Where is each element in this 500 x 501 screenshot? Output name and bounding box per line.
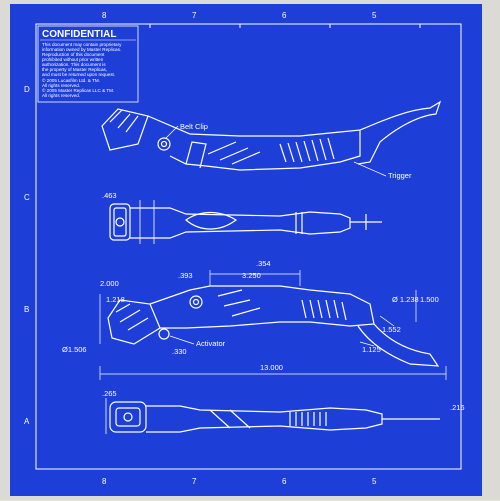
blueprint-sheet: 8 7 6 5 8 7 6 5 D C B A CONFIDENTIAL Thi… (10, 4, 482, 496)
grid-top-7: 7 (192, 11, 197, 20)
dim-1552: 1.552 (382, 325, 401, 334)
bottom-view (105, 398, 440, 434)
blueprint-drawing: 8 7 6 5 8 7 6 5 D C B A CONFIDENTIAL Thi… (24, 11, 465, 486)
grid-side-a: A (24, 417, 30, 426)
dim-2000: 2.000 (100, 279, 119, 288)
callout-trigger: Trigger (388, 171, 412, 180)
dim-354: .354 (256, 259, 271, 268)
confidential-line: Reproduction of this document (42, 52, 105, 57)
callout-leader (165, 125, 179, 139)
dim-463: .463 (102, 191, 117, 200)
dim-1500: 1.500 (420, 295, 439, 304)
dim-265: .265 (102, 389, 117, 398)
dim-3250: 3.250 (242, 271, 261, 280)
grid-bottom-5: 5 (372, 477, 377, 486)
grid-top-8: 8 (102, 11, 107, 20)
grid-side-d: D (24, 85, 30, 94)
dim-1125: 1.125 (362, 345, 381, 354)
confidential-line: authorization. This document is (42, 62, 106, 67)
side-view-angled-top (101, 100, 442, 171)
callout-leader (169, 335, 195, 345)
dim-216: .216 (450, 403, 465, 412)
confidential-title: CONFIDENTIAL (42, 29, 116, 40)
dim-1218: 1.218 (106, 295, 125, 304)
dim-1238: Ø 1.238 (392, 295, 419, 304)
grid-bottom-6: 6 (282, 477, 287, 486)
callout-leader (353, 161, 387, 177)
grid-bottom-8: 8 (102, 477, 107, 486)
confidential-block: CONFIDENTIAL This document may contain p… (37, 25, 139, 103)
confidential-line: the property of Master Replicas, (42, 67, 107, 72)
grid-side-c: C (24, 193, 30, 202)
grid-bottom-7: 7 (192, 477, 197, 486)
confidential-line: prohibited without prior written (42, 57, 104, 62)
confidential-line: This document may contain proprietary (42, 42, 122, 47)
dim-330: .330 (172, 347, 187, 356)
grid-top-5: 5 (372, 11, 377, 20)
callout-activator: Activator (196, 339, 226, 348)
confidential-line: © 2005 Lucasfilm Ltd. & TM. (42, 77, 100, 83)
dim-1506: Ø1.506 (62, 345, 87, 354)
top-view (109, 200, 382, 244)
dimension-lines (99, 270, 447, 380)
confidential-line: All rights reserved. (42, 93, 80, 98)
inner-border (35, 23, 462, 470)
confidential-line: information owned by Master Replicas. (42, 47, 121, 52)
confidential-line: and must be returned upon request. (42, 72, 115, 77)
callout-belt-clip: Belt Clip (180, 122, 208, 131)
grid-side-b: B (24, 305, 29, 314)
dim-393: .393 (178, 271, 193, 280)
confidential-line: © 2005 Master Replicas LLC & TM. (42, 87, 114, 93)
side-view-dimensioned (107, 285, 440, 367)
confidential-line: All rights reserved. (42, 83, 80, 88)
grid-top-6: 6 (282, 11, 287, 20)
dim-13000: 13.000 (260, 363, 283, 372)
